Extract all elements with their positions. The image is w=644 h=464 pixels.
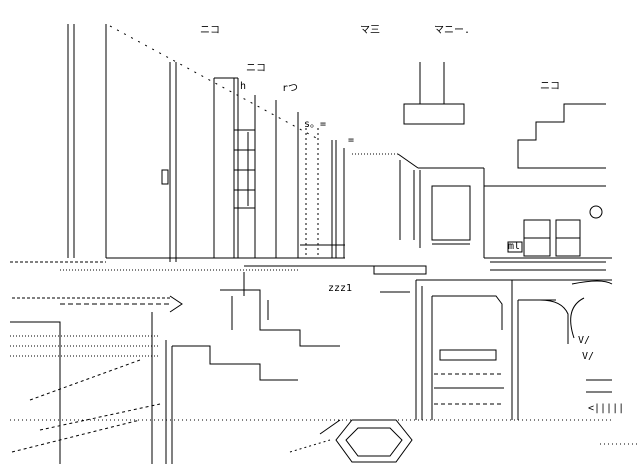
glyph-eq: =	[348, 135, 355, 146]
glyph-vslash-b: V/	[582, 351, 595, 362]
glyph-ltbar: <|||||	[588, 403, 625, 414]
glyph-vslash-a: V/	[578, 335, 591, 346]
glyph-r: rつ	[282, 83, 299, 94]
glyph-s: s。=	[304, 119, 327, 130]
glyph-top-left: ニコ	[200, 25, 220, 36]
glyph-ml: ml	[508, 241, 521, 252]
glyph-top-right-b: マニー.	[434, 25, 471, 36]
sleep-text: zzz1	[328, 283, 353, 294]
glyph-h: h	[240, 81, 247, 92]
glyph-right: ニコ	[540, 81, 560, 92]
glyph-mid: ニコ	[246, 63, 266, 74]
glyph-top-right-a: マ三	[360, 25, 380, 36]
